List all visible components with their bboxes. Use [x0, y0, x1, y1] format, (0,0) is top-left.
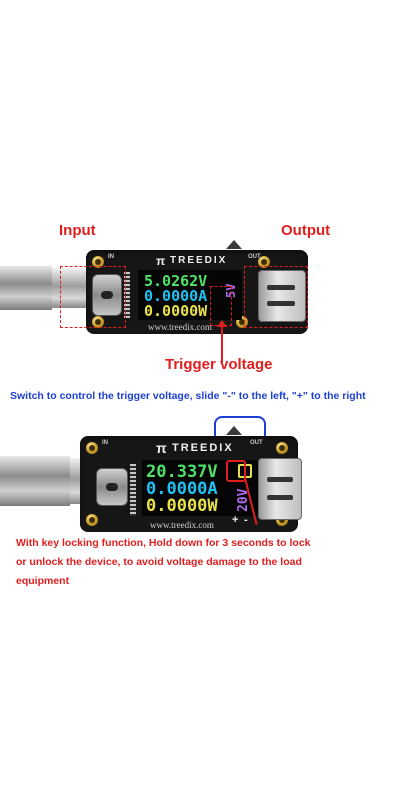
usb-cable-1: [0, 266, 52, 310]
input-label: Input: [59, 222, 96, 239]
brand-logo-icon: π: [156, 440, 167, 456]
switch-knob-icon: [226, 240, 242, 249]
website-text: www.treedix.com: [150, 520, 214, 530]
minus-label: -: [244, 514, 248, 526]
current-readout: 0.0000A: [146, 479, 218, 499]
screw-icon: [92, 256, 104, 268]
switch-caption: Switch to control the trigger voltage, s…: [10, 390, 366, 402]
brand-logo-icon: π: [156, 254, 166, 268]
device-1: IN OUT π TREEDIX 5.0262V 0.0000A 0.0000W…: [0, 240, 400, 350]
power-readout: 0.0000W: [146, 496, 218, 516]
trigger-arrow-head-icon: [217, 320, 227, 327]
switch-knob-icon: [226, 426, 242, 435]
current-readout: 0.0000A: [144, 287, 208, 305]
pcb-out-label: OUT: [250, 440, 263, 446]
usb-cable-2: [0, 456, 70, 506]
flex-connector-1: [124, 272, 130, 318]
screw-icon: [86, 442, 98, 454]
lock-caption-line-2: or unlock the device, to avoid voltage d…: [16, 556, 302, 568]
usba-output-port-2: [258, 458, 302, 520]
trigger-arrow-icon: [221, 324, 223, 362]
pcb-out-label: OUT: [248, 254, 261, 260]
usbc-input-port-1: [92, 274, 122, 316]
input-highlight-box: [60, 266, 126, 328]
voltage-readout: 20.337V: [146, 462, 218, 482]
lock-caption-line-3: equipment: [16, 575, 70, 587]
meter-board-1: IN OUT π TREEDIX 5.0262V 0.0000A 0.0000W…: [86, 250, 308, 334]
device-2: IN OUT π TREEDIX 20.337V 0.0000A 0.0000W…: [0, 412, 400, 532]
lock-caption: With key locking function, Hold down for…: [16, 534, 396, 591]
screw-icon: [86, 514, 98, 526]
lock-caption-line-1: With key locking function, Hold down for…: [16, 537, 311, 549]
brand-name: TREEDIX: [170, 255, 228, 266]
pcb-in-label: IN: [102, 440, 108, 446]
screw-icon: [276, 442, 288, 454]
usbc-input-port-2: [96, 468, 128, 506]
output-label: Output: [281, 222, 331, 239]
pcb-in-label: IN: [108, 254, 114, 260]
plus-label: +: [232, 514, 239, 526]
website-text: www.treedix.com: [148, 322, 212, 332]
display-screen-1: 5.0262V 0.0000A 0.0000W 5V: [138, 270, 242, 320]
lock-highlight-box: [226, 460, 246, 482]
trigger-voltage-label: Trigger voltage: [165, 356, 273, 373]
voltage-readout: 5.0262V: [144, 272, 208, 290]
brand-name: TREEDIX: [172, 442, 234, 454]
flex-connector-2: [130, 464, 136, 516]
display-screen-2: 20.337V 0.0000A 0.0000W 20V: [142, 460, 258, 516]
usba-output-port-1: [258, 270, 306, 322]
power-readout: 0.0000W: [144, 302, 208, 320]
output-highlight-box: [244, 266, 308, 328]
screw-icon: [258, 256, 270, 268]
screw-icon: [92, 316, 104, 328]
